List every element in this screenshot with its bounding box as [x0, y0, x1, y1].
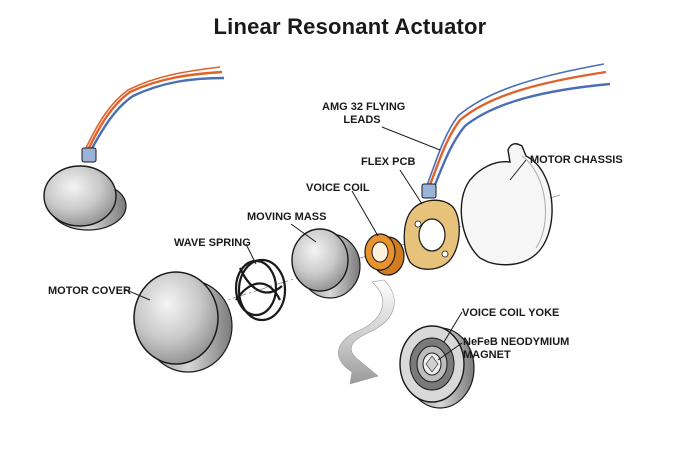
- flex-pcb-label: FLEX PCB: [361, 156, 416, 168]
- flying-leads: [421, 63, 611, 199]
- motor-chassis-label: MOTOR CHASSIS: [530, 154, 623, 166]
- leader-lines: [123, 126, 527, 361]
- motor-cover-label: MOTOR COVER: [48, 285, 131, 297]
- voice-coil-yoke-label: VOICE COIL YOKE: [462, 307, 560, 319]
- neodymium-magnet: [422, 352, 442, 376]
- assembly-arrow: [338, 279, 395, 385]
- magnet-label-line1: NeFeB NEODYMIUM: [463, 336, 570, 348]
- motor-chassis: [460, 143, 553, 266]
- voice-coil: [364, 233, 405, 276]
- flex-pcb: [403, 199, 460, 270]
- assembled-motor: [43, 66, 225, 231]
- leads-label-line1: AMG 32 FLYING: [322, 101, 406, 113]
- magnet-label-line2: MAGNET: [463, 349, 511, 361]
- motor-cover: [133, 271, 233, 373]
- moving-mass-label: MOVING MASS: [247, 211, 327, 223]
- leads-label: AMG 32 FLYING LEADS: [322, 101, 406, 127]
- voice-coil-label: VOICE COIL: [306, 182, 370, 194]
- wave-spring-label: WAVE SPRING: [174, 237, 251, 249]
- wave-spring: [234, 258, 287, 322]
- diagram-title: Linear Resonant Actuator: [213, 14, 487, 39]
- moving-mass: [291, 228, 361, 299]
- leads-label-line2: LEADS: [343, 114, 381, 126]
- magnet-label: NeFeB NEODYMIUM MAGNET: [463, 336, 569, 362]
